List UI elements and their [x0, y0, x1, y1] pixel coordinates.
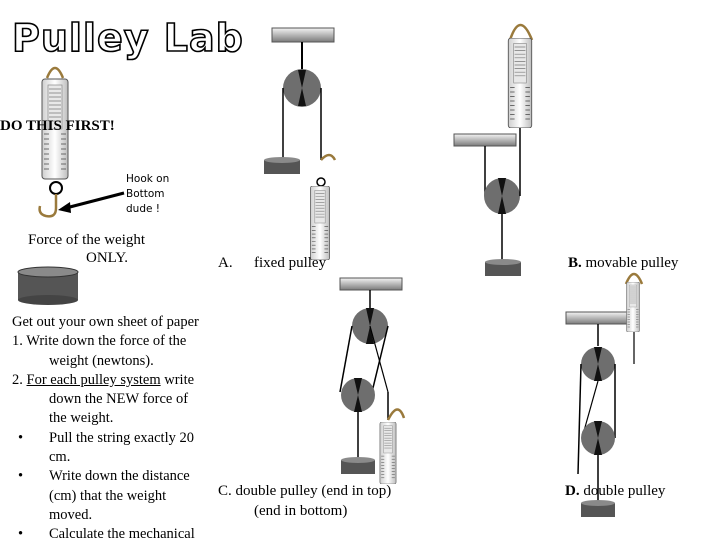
- hook-arrow: [65, 191, 125, 210]
- label-c-line1: C. double pulley (end in top): [218, 483, 392, 499]
- label-b: B. movable pulley: [568, 255, 678, 272]
- hook-note: Hook on Bottom dude !: [126, 172, 186, 217]
- label-d-text: double pulley: [583, 483, 666, 499]
- force-note-line2: ONLY.: [86, 250, 128, 266]
- label-a-text: fixed pulley: [254, 255, 327, 271]
- step2-rest: write: [160, 371, 195, 388]
- instruction-step1: 1. Write down the force of the: [12, 333, 187, 350]
- step2-underlined: For each pulley system: [26, 371, 161, 388]
- weight-intro: [17, 266, 79, 305]
- label-b-letter: B.: [568, 255, 582, 271]
- label-d-letter: D.: [565, 483, 580, 499]
- label-a-letter: A.: [218, 255, 233, 271]
- instruction-bullet3: Calculate the mechanical: [12, 525, 242, 545]
- movable-pulley-system: [453, 23, 534, 276]
- instruction-bullet1: Pull the string exactly 20: [12, 429, 242, 449]
- instruction-step2: 2. For each pulley system write: [12, 371, 242, 390]
- instruction-bullet2-cont: moved.: [49, 506, 93, 523]
- label-b-text: movable pulley: [585, 255, 679, 271]
- hook-note-line: dude !: [126, 203, 160, 215]
- instruction-bullet2-cont: (cm) that the weight: [49, 487, 167, 504]
- label-c-line2: (end in bottom): [254, 503, 348, 519]
- instruction-step2-cont: down the NEW force of: [49, 391, 189, 408]
- spring-scale-intro: [38, 66, 69, 218]
- instructions: Get out your own sheet of paper 1. Write…: [12, 313, 242, 545]
- hook-note-line: Hook on: [126, 173, 170, 185]
- force-note-line1: Force of the weight: [28, 232, 146, 248]
- instruction-line: Get out your own sheet of paper: [12, 314, 199, 330]
- step2-number: 2.: [12, 371, 27, 388]
- double-pulley-system-d: [565, 272, 644, 517]
- instruction-step1-cont: weight (newtons).: [49, 352, 154, 369]
- instruction-step2-cont: the weight.: [49, 410, 114, 427]
- do-this-first-note: DO THIS FIRST!: [0, 118, 115, 134]
- instruction-bullet2: Write down the distance: [12, 467, 242, 487]
- hook-note-line: Bottom: [126, 188, 165, 200]
- label-d: D. double pulley: [565, 483, 665, 500]
- fixed-pulley-system: [264, 27, 337, 260]
- page-title: Pulley Lab: [11, 15, 244, 61]
- instruction-bullet1-cont: cm.: [49, 449, 71, 466]
- double-pulley-system-c: [339, 277, 406, 484]
